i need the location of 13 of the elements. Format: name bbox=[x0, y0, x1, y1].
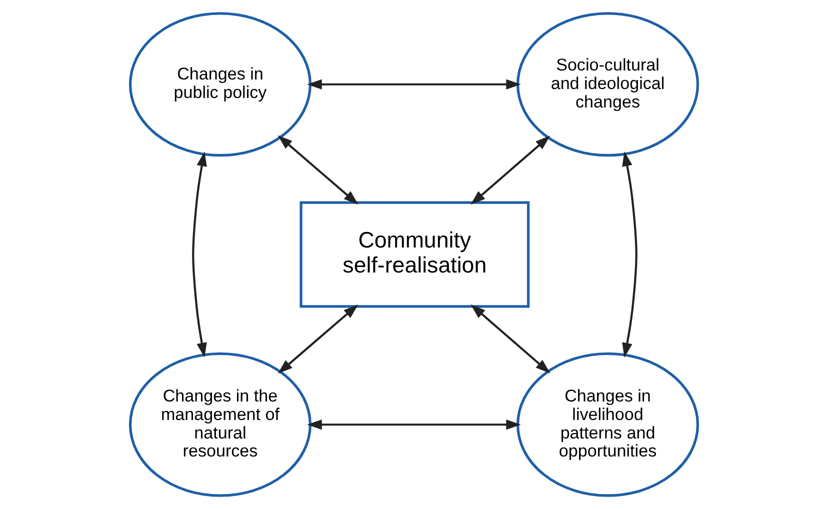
arrow bbox=[306, 79, 520, 90]
node-box: Community self-realisation bbox=[299, 201, 530, 308]
arrow bbox=[277, 304, 358, 374]
arrow bbox=[470, 136, 550, 205]
arrow bbox=[470, 304, 550, 374]
arrow bbox=[192, 151, 206, 358]
arrow bbox=[306, 419, 520, 430]
node-ellipse: Socio-cultural and ideological changes bbox=[516, 12, 699, 157]
node-ellipse: Changes in livelihood patterns and opportunities bbox=[516, 352, 699, 497]
node-ellipse: Changes in the management of natural resources bbox=[128, 352, 312, 497]
arrow bbox=[277, 135, 358, 205]
node-ellipse: Changes in public policy bbox=[128, 12, 312, 157]
arrow bbox=[622, 151, 637, 358]
